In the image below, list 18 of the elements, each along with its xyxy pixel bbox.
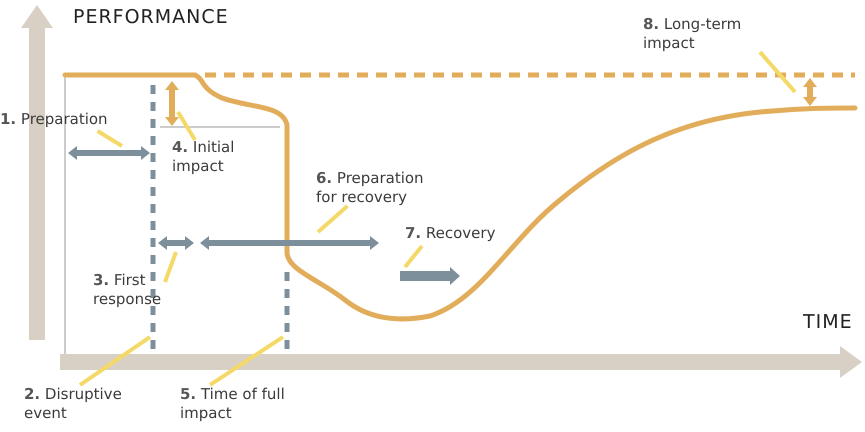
leader-line [758, 50, 796, 94]
leader-line [208, 335, 284, 387]
leader-line [176, 110, 197, 142]
axis-label: PERFORMANCE [73, 6, 229, 28]
leader-line [403, 244, 424, 268]
callout-text: 4. Initial impact [172, 138, 272, 176]
axis-label: TIME [803, 311, 853, 333]
callout-text: 2. Disruptive event [24, 385, 134, 423]
callout-text: 6. Preparation for recovery [316, 169, 444, 207]
leader-line [78, 335, 152, 387]
callout-text: 3. First response [93, 271, 183, 309]
callout-text: 7. Recovery [405, 224, 525, 243]
leader-line [96, 129, 124, 148]
leader-line [163, 251, 178, 283]
leader-line [316, 204, 349, 234]
callout-text: 1. Preparation [0, 110, 140, 129]
callout-text: 5. Time of full impact [180, 385, 292, 423]
callout-text: 8. Long-term impact [643, 15, 753, 53]
